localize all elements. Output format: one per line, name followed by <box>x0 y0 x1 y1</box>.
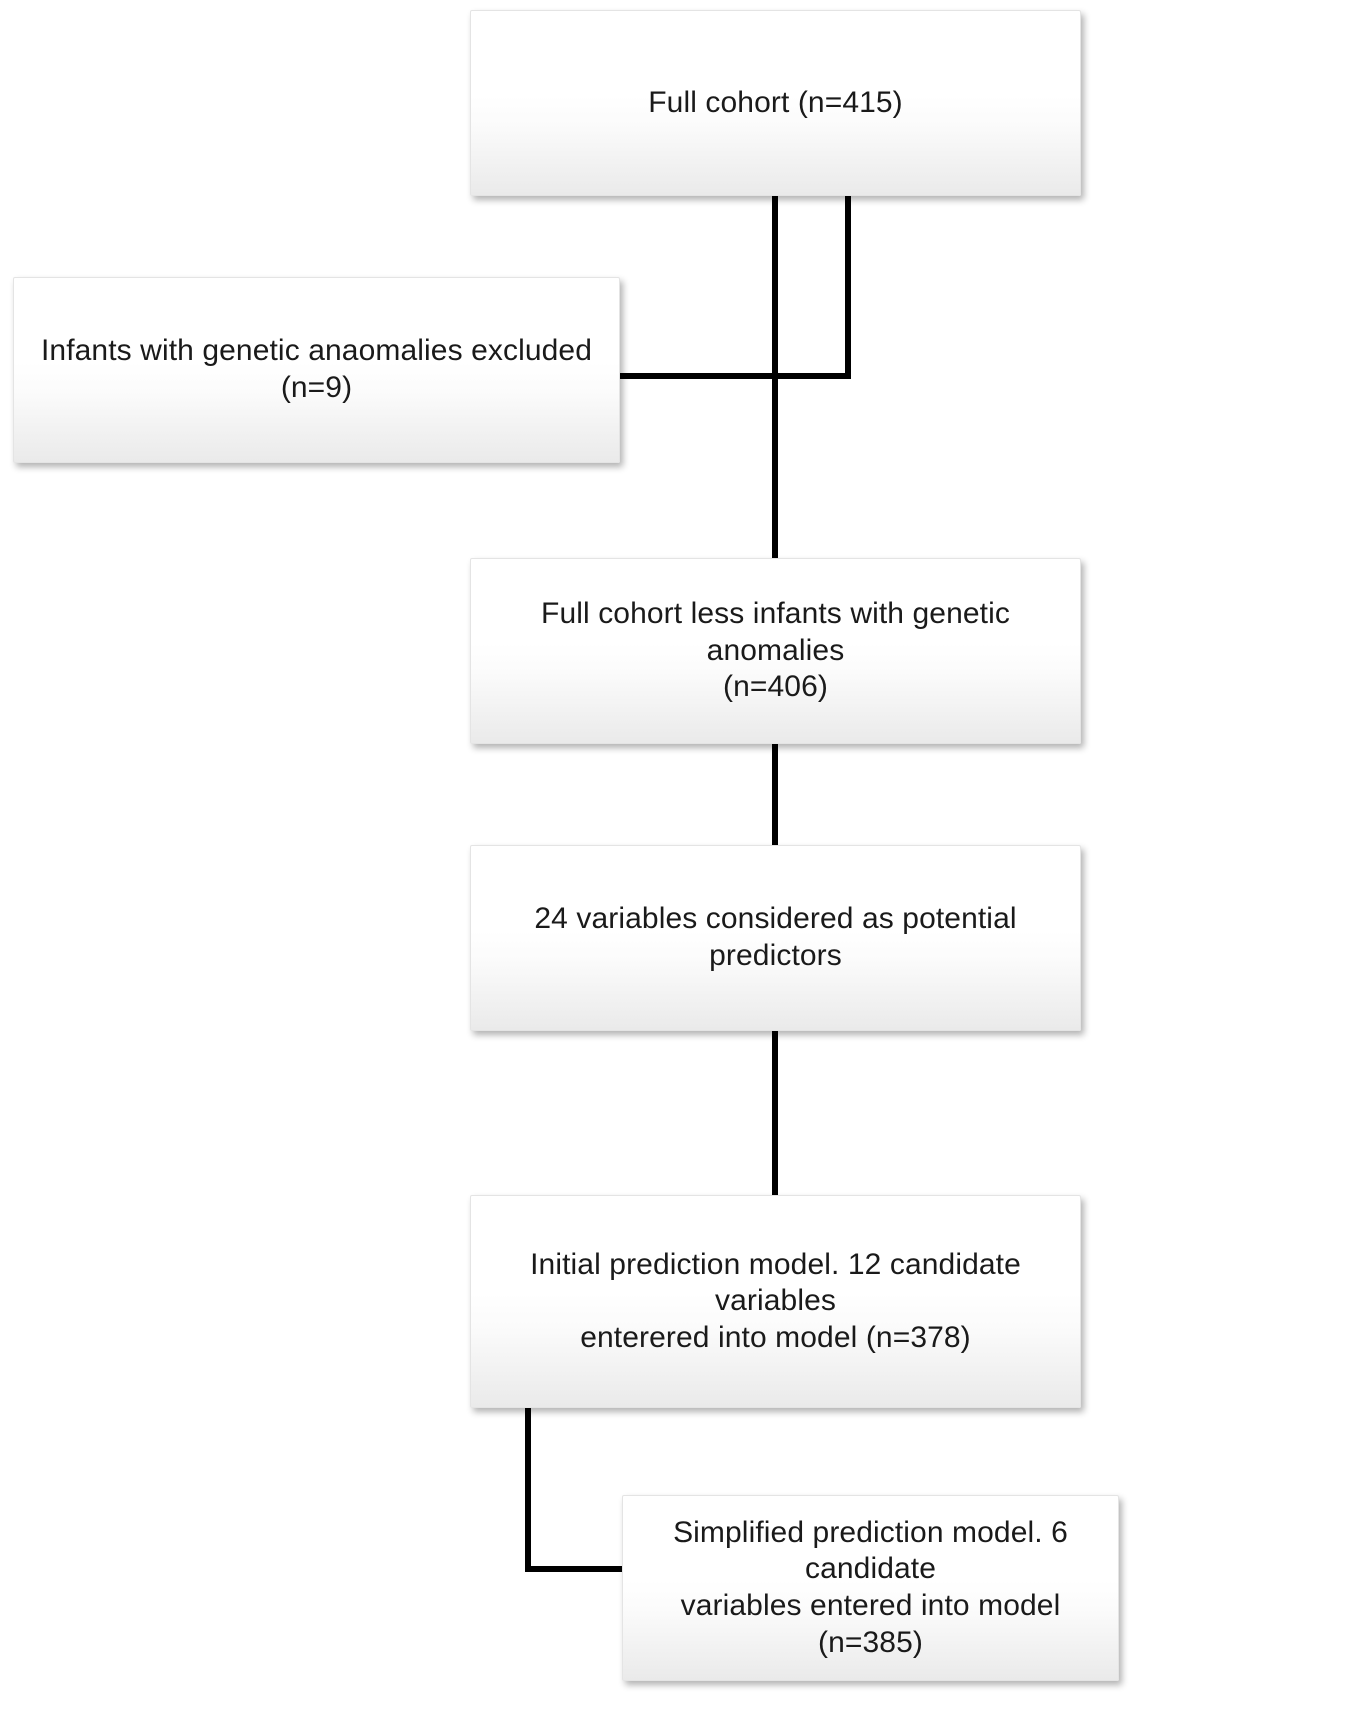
node-full-cohort[interactable]: Full cohort (n=415) <box>470 10 1081 196</box>
connector-cohort-to-exclusion-vertical <box>845 193 851 379</box>
node-cohort-less-anomalies-label: Full cohort less infants with genetic an… <box>541 597 1010 704</box>
node-simplified-prediction-model-label: Simplified prediction model. 6 candidate… <box>673 1515 1068 1659</box>
node-variables-considered[interactable]: 24 variables considered as potential pre… <box>470 845 1081 1031</box>
connector-initial-to-simplified-horizontal <box>525 1566 630 1572</box>
connector-less-anomalies-to-variables <box>772 743 778 903</box>
node-genetic-anomalies-excluded[interactable]: Infants with genetic anaomalies excluded… <box>13 277 620 463</box>
connector-variables-to-initial-model <box>772 1030 778 1197</box>
node-simplified-prediction-model[interactable]: Simplified prediction model. 6 candidate… <box>622 1495 1119 1681</box>
node-initial-prediction-model[interactable]: Initial prediction model. 12 candidate v… <box>470 1195 1081 1408</box>
node-variables-considered-label: 24 variables considered as potential pre… <box>534 902 1017 972</box>
connector-cohort-to-less-anomalies <box>772 193 778 560</box>
node-genetic-anomalies-excluded-label: Infants with genetic anaomalies excluded… <box>40 334 592 404</box>
node-initial-prediction-model-label: Initial prediction model. 12 candidate v… <box>530 1247 1021 1354</box>
connector-cohort-to-exclusion-horizontal <box>618 373 851 379</box>
node-cohort-less-anomalies[interactable]: Full cohort less infants with genetic an… <box>470 558 1081 744</box>
connector-initial-to-simplified-vertical <box>525 1407 531 1572</box>
node-full-cohort-label: Full cohort (n=415) <box>648 85 903 119</box>
